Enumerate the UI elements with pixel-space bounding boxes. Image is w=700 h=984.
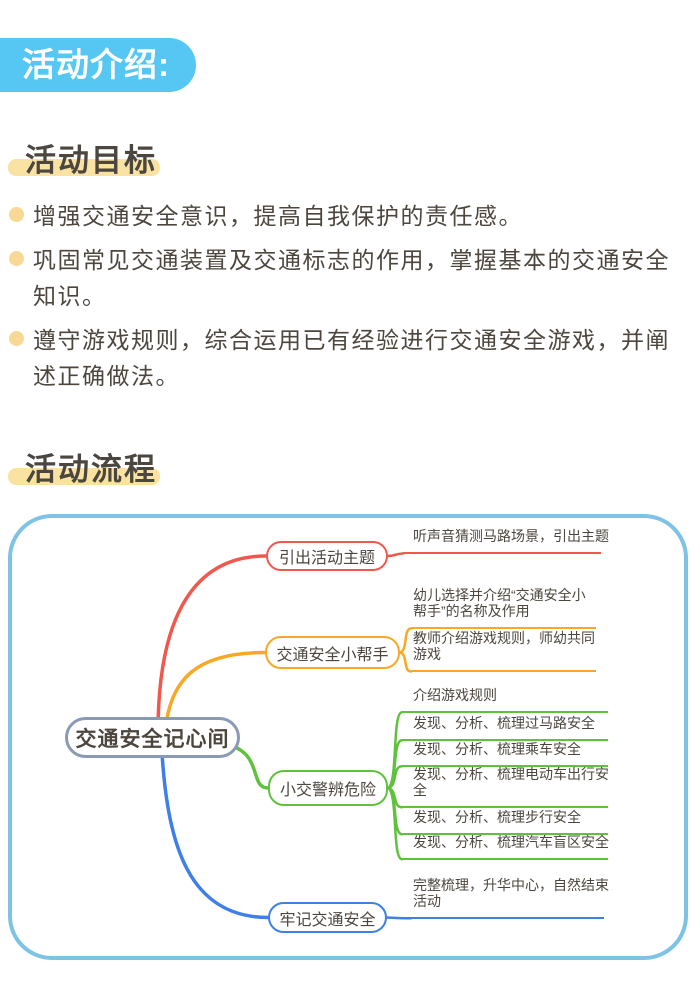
branch-curve-green [230, 744, 270, 790]
goals-bullet-list: 增强交通安全意识，提高自我保护的责任感。 巩固常见交通装置及交通标志的作用，掌握… [8, 198, 692, 402]
mindmap-node-identify-danger: 小交警辨危险 [268, 770, 388, 806]
mindmap-leaf: 发现、分析、梳理乘车安全 [402, 741, 608, 767]
branch-curve-orange [163, 650, 267, 735]
heading-highlight-bar [8, 159, 160, 176]
leaf-text-line: 幼儿选择并介绍“交通安全小 [413, 587, 586, 603]
leaf-connector [386, 552, 405, 558]
mindmap-leaf: 发现、分析、梳理步行安全 [402, 809, 608, 835]
goal-bullet-3: 遵守游戏规则，综合运用已有经验进行交通安全游戏，并阐 述正确做法。 [8, 322, 692, 394]
leaf-text-line: 介绍游戏规则 [413, 687, 497, 703]
heading-activity-goals: 活动目标 [8, 135, 308, 178]
leaf-text-line: 游戏 [413, 646, 441, 662]
branch-curve-blue [160, 751, 270, 920]
leaf-connector [398, 651, 413, 673]
bullet-dot-icon [9, 251, 24, 266]
leaf-text-line: 发现、分析、梳理步行安全 [413, 809, 581, 825]
leaf-text-line: 完整梳理，升华中心，自然结束 [413, 877, 609, 893]
leaf-connector [386, 765, 404, 790]
heading-text: 活动流程 [25, 452, 157, 487]
mindmap-node-remember-safety: 牢记交通安全 [268, 902, 387, 933]
mindmap-node-safety-helper: 交通安全小帮手 [265, 636, 400, 669]
goal-bullet-1: 增强交通安全意识，提高自我保护的责任感。 [8, 198, 692, 234]
leaf-text-line: 教师介绍游戏规则，师幼共同 [413, 630, 595, 646]
leaf-text-line: 全 [413, 782, 427, 798]
bullet-text-line: 巩固常见交通装置及交通标志的作用，掌握基本的交通安全 [33, 247, 670, 273]
leaf-text-line: 发现、分析、梳理汽车盲区安全 [413, 834, 609, 850]
mindmap-leaf: 教师介绍游戏规则，师幼共同 游戏 [411, 630, 596, 672]
leaf-text-line: 听声音猜测马路场景，引出主题 [413, 528, 609, 544]
mindmap-leaf: 发现、分析、梳理过马路安全 [402, 715, 608, 741]
heading-activity-flow: 活动流程 [8, 444, 308, 487]
bullet-text-line: 述正确做法。 [33, 363, 180, 389]
mindmap-connector-lines [156, 552, 413, 920]
mindmap-leaf: 听声音猜测马路场景，引出主题 [403, 528, 609, 554]
section-badge-activity-intro: 活动介绍: [0, 38, 196, 92]
mindmap-leaf: 介绍游戏规则 [402, 687, 608, 713]
mindmap-container: 交通安全记心间 引出活动主题 交通安全小帮手 小交警辨危险 牢记交通安全 听声音… [8, 514, 688, 960]
leaf-connector [386, 786, 404, 861]
heading-highlight-bar [8, 468, 160, 485]
mindmap-leaf: 发现、分析、梳理电动车出行安 全 [402, 766, 609, 808]
heading-text: 活动目标 [25, 143, 157, 178]
leaf-text-line: 发现、分析、梳理电动车出行安 [413, 766, 609, 782]
bullet-dot-icon [9, 331, 24, 346]
leaf-connector [398, 627, 413, 654]
bullet-text-line: 增强交通安全意识，提高自我保护的责任感。 [33, 203, 523, 229]
leaf-text-line: 发现、分析、梳理过马路安全 [413, 715, 595, 731]
bullet-dot-icon [9, 207, 24, 222]
badge-label: 活动介绍: [22, 46, 170, 83]
branch-curve-red [156, 554, 268, 735]
leaf-text-line: 活动 [413, 893, 441, 909]
leaf-text-line: 发现、分析、梳理乘车安全 [413, 741, 581, 757]
leaf-connector [385, 916, 413, 920]
mindmap-node-intro-topic: 引出活动主题 [266, 541, 388, 571]
mindmap-leaf: 发现、分析、梳理汽车盲区安全 [402, 834, 609, 860]
bullet-text-line: 遵守游戏规则，综合运用已有经验进行交通安全游戏，并阐 [33, 327, 670, 353]
mindmap-root-node: 交通安全记心间 [65, 717, 240, 758]
bullet-text-line: 知识。 [33, 283, 107, 309]
goal-bullet-2: 巩固常见交通装置及交通标志的作用，掌握基本的交通安全 知识。 [8, 242, 692, 314]
mindmap-leaf: 幼儿选择并介绍“交通安全小 帮手”的名称及作用 [411, 587, 596, 629]
leaf-text-line: 帮手”的名称及作用 [413, 603, 530, 619]
mindmap-leaf: 完整梳理，升华中心，自然结束 活动 [411, 877, 609, 919]
